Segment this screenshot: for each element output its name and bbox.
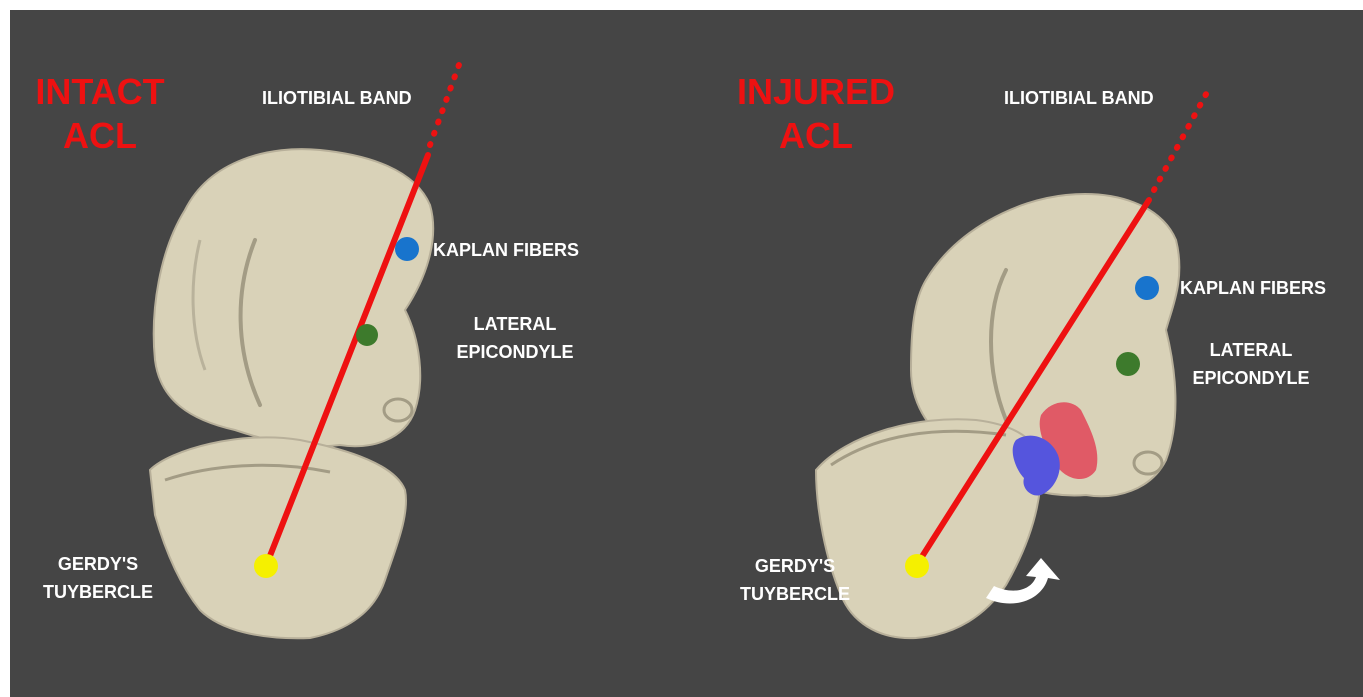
- intact-acl-panel: INTACT ACL ILIOTIBIAL BAND KAPLAN FIBERS…: [10, 10, 686, 697]
- gerdy-tubercle-marker: [254, 554, 278, 578]
- iliotibial-band-dotted: [430, 62, 460, 145]
- title-line-2: ACL: [30, 114, 170, 158]
- lateral-line-2: EPICONDYLE: [1176, 364, 1326, 392]
- title-line-1: INJURED: [731, 70, 901, 114]
- kaplan-fibers-label: KAPLAN FIBERS: [433, 236, 579, 264]
- injured-acl-panel: INJURED ACL ILIOTIBIAL BAND KAPLAN FIBER…: [686, 10, 1362, 697]
- title-line-2: ACL: [731, 114, 901, 158]
- kaplan-fibers-marker: [1135, 276, 1159, 300]
- title-line-1: INTACT: [30, 70, 170, 114]
- lateral-epicondyle-marker: [1116, 352, 1140, 376]
- iliotibial-band-dotted: [1154, 85, 1211, 190]
- lateral-line-2: EPICONDYLE: [450, 338, 580, 366]
- gerdy-line-2: TUYBERCLE: [730, 580, 860, 608]
- lateral-line-1: LATERAL: [1176, 336, 1326, 364]
- figure-canvas: INTACT ACL ILIOTIBIAL BAND KAPLAN FIBERS…: [10, 10, 1363, 697]
- lateral-line-1: LATERAL: [450, 310, 580, 338]
- gerdy-line-1: GERDY'S: [730, 552, 860, 580]
- kaplan-fibers-label: KAPLAN FIBERS: [1180, 274, 1326, 302]
- iliotibial-band-label: ILIOTIBIAL BAND: [1004, 84, 1154, 112]
- gerdy-tubercle-label: GERDY'S TUYBERCLE: [38, 550, 158, 606]
- lateral-epicondyle-label: LATERAL EPICONDYLE: [1176, 336, 1326, 392]
- gerdy-tubercle-label: GERDY'S TUYBERCLE: [730, 552, 860, 608]
- panel-title: INTACT ACL: [30, 70, 170, 158]
- lateral-epicondyle-marker: [356, 324, 378, 346]
- kaplan-fibers-marker: [395, 237, 419, 261]
- gerdy-line-1: GERDY'S: [38, 550, 158, 578]
- gerdy-tubercle-marker: [905, 554, 929, 578]
- lateral-epicondyle-label: LATERAL EPICONDYLE: [450, 310, 580, 366]
- iliotibial-band-label: ILIOTIBIAL BAND: [262, 84, 412, 112]
- gerdy-line-2: TUYBERCLE: [38, 578, 158, 606]
- panel-title: INJURED ACL: [731, 70, 901, 158]
